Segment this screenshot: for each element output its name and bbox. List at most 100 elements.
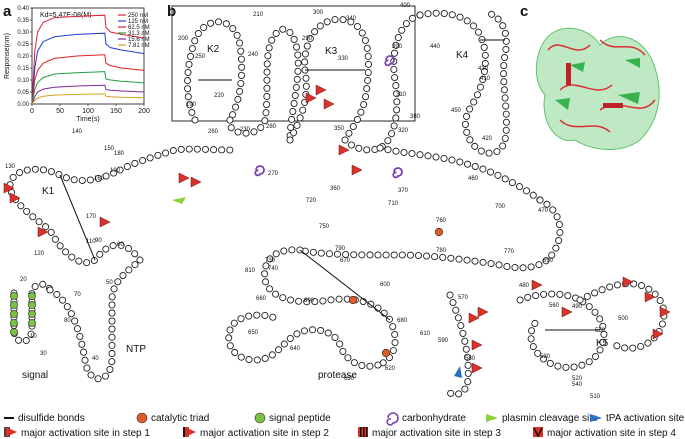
chain-residue-fill-10 (297, 197, 563, 271)
activation-site-mark-7 (305, 92, 317, 104)
residue-number: 180 (114, 151, 125, 157)
series-line-4 (31, 84, 145, 105)
signal-residue (10, 319, 18, 327)
residue-number: 280 (266, 124, 277, 130)
residue-number: 360 (330, 186, 341, 192)
residue-number: 600 (380, 282, 391, 288)
y-tick-label: 0.25 (17, 42, 29, 48)
residue-number: 740 (268, 266, 279, 272)
residue-number: 290 (302, 36, 313, 42)
activation-site-mark-15 (531, 279, 543, 291)
residue-number: 300 (313, 10, 324, 16)
y-tick-label: 0.05 (17, 90, 29, 96)
signal-residue (10, 328, 18, 336)
activation-site-mark-8 (323, 98, 335, 110)
residue-number: 260 (208, 129, 219, 135)
residue-number: 370 (398, 188, 409, 194)
legend-entry-5: 7.81 nM (128, 43, 150, 49)
residue-number: 130 (5, 164, 16, 170)
activation-site-mark-5 (190, 176, 202, 188)
residue-number: 750 (319, 224, 330, 230)
residue-number: 110 (86, 239, 96, 245)
catalytic-triad-residue-1 (348, 295, 358, 305)
chain-residue-fill-12 (226, 327, 381, 369)
signal-residue (28, 301, 36, 309)
residue-number: 690 (543, 258, 554, 264)
structure-red-strand-2 (603, 103, 623, 108)
residue-number: 590 (438, 338, 449, 344)
residue-number: 760 (436, 218, 447, 224)
catalytic-triad-residue-2 (381, 348, 391, 358)
residue-number: 270 (268, 171, 279, 177)
y-tick-label: 0.10 (17, 78, 29, 84)
series-line-5 (31, 93, 145, 105)
chain-residue-fill-6 (287, 16, 372, 143)
chain-residue-fill-14 (517, 291, 607, 370)
step3-legend-swatch (358, 427, 368, 437)
residue-number: 340 (346, 16, 357, 22)
residue-number: 550 (595, 328, 606, 334)
residue-number: 710 (388, 201, 399, 207)
residue-number: 380 (410, 114, 421, 120)
residue-number: 730 (265, 258, 276, 264)
residue-number: 250 (195, 54, 206, 60)
activation-site-mark-12 (477, 306, 489, 318)
residue-number: 620 (385, 366, 396, 372)
residue-number: 460 (468, 176, 479, 182)
residue-number: 640 (290, 346, 301, 352)
chain-residue-fill-9 (377, 145, 543, 203)
legend: disulfide bonds catalytic triad signal p… (4, 412, 685, 439)
residue-number: 680 (397, 318, 408, 324)
y-tick-label: 0.20 (17, 54, 29, 60)
x-tick-label: 50 (56, 108, 64, 115)
legend-entry-4: 15.6 nM (128, 37, 150, 43)
chain-residue-fill-2 (7, 166, 143, 266)
chain-segment-10 (296, 196, 564, 272)
residue-number: 470 (538, 208, 549, 214)
chain-segment-8 (416, 8, 510, 157)
legend-entry-2: 62.5 nM (128, 25, 150, 31)
y-tick-label: 0.35 (17, 18, 29, 24)
x-axis-label: Time(s) (76, 116, 99, 123)
triad-legend-swatch (136, 412, 148, 424)
x-tick-label: 150 (110, 108, 122, 115)
residue-number: 580 (465, 356, 476, 362)
domain-label-k5: K5 (596, 338, 609, 349)
signal-residue (10, 301, 18, 309)
x-tick-label: 100 (82, 108, 94, 115)
activation-site-mark-4 (178, 172, 190, 184)
residue-number: 450 (451, 108, 462, 114)
chain-residue-fill-15 (577, 281, 667, 351)
domain-label-k2: K2 (207, 44, 220, 55)
signal-residue (28, 319, 36, 327)
residue-number: 500 (618, 316, 629, 322)
residue-number: 220 (214, 93, 225, 99)
residue-number: 20 (20, 277, 27, 283)
legend-entry-1: 125 nM (128, 19, 148, 25)
residue-number: 150 (104, 146, 115, 152)
chain-residue-fill-8 (417, 9, 510, 156)
series-line-0 (31, 14, 145, 105)
series-line-1 (31, 32, 145, 105)
legend-plasmin: plasmin cleavage site (502, 413, 598, 424)
structure-loops (547, 39, 656, 133)
y-tick-label: 0.00 (17, 102, 29, 108)
residue-number: 310 (396, 92, 407, 98)
residue-number: 770 (504, 249, 515, 255)
y-axis-label: Response(nm) (4, 33, 11, 79)
panel-label-a: a (3, 3, 12, 20)
residue-number: 610 (420, 331, 431, 337)
residue-number: 40 (92, 356, 99, 362)
activation-site-mark-6 (315, 84, 327, 96)
chain-residue-fill-5 (227, 26, 301, 143)
residue-number: 210 (253, 12, 264, 18)
signal-residue (10, 292, 18, 300)
legend-step3: major activation site in step 3 (372, 428, 501, 439)
chain-residue-fill-0 (11, 281, 53, 345)
plasmin-legend-swatch (486, 414, 498, 422)
residue-number: 410 (480, 76, 491, 82)
activation-site-mark-10 (351, 164, 363, 176)
residue-number: 510 (590, 394, 601, 400)
chain-residue-fill-13 (227, 292, 471, 397)
protein-structure-render (535, 27, 660, 150)
